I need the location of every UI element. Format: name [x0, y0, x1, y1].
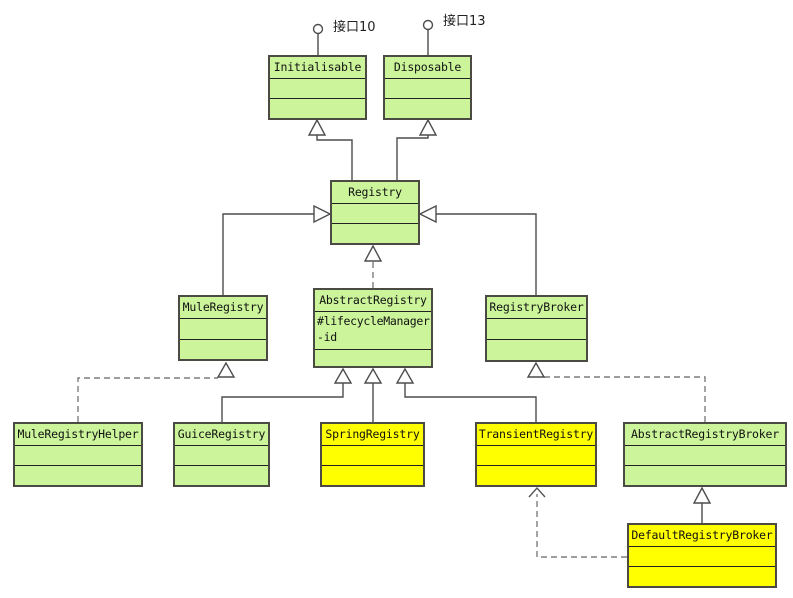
interface-ball-icon: [422, 19, 434, 31]
class-defaultregistrybroker: DefaultRegistryBroker: [627, 523, 777, 588]
edge-abstractregistry-to-registry-realization: [363, 244, 383, 288]
attributes-compartment: [629, 546, 775, 566]
generalization-arrowhead: [418, 204, 437, 224]
class-name: GuiceRegistry: [177, 427, 266, 441]
attributes-compartment: [180, 318, 266, 339]
class-name: AbstractRegistry: [319, 293, 427, 307]
lollipop-interface-initialisable: [312, 23, 324, 55]
class-registry: Registry: [330, 180, 420, 245]
generalization-arrowhead: [313, 204, 332, 224]
class-name: MuleRegistry: [182, 300, 264, 314]
attributes-compartment: [487, 318, 586, 339]
edge-registry-to-disposable-generalization: [396, 118, 438, 180]
generalization-arrowhead: [363, 367, 383, 384]
edge-defaultregistrybroker-to-abstractregistrybroker-generalization: [692, 486, 712, 523]
interface-label-1: 接口10: [333, 20, 376, 35]
class-name: Disposable: [393, 60, 462, 74]
generalization-arrowhead: [418, 118, 438, 136]
methods-compartment: [385, 98, 470, 118]
methods-compartment: [477, 465, 595, 485]
class-name: Initialisable: [273, 60, 362, 74]
edge-muleregistryhelper-to-muleregistry-realization: [77, 361, 236, 422]
attributes-compartment: [15, 445, 141, 465]
edge-registry-to-initialisable-generalization: [307, 118, 353, 180]
realization-arrowhead: [216, 361, 236, 378]
class-transientregistry: TransientRegistry: [475, 422, 597, 487]
class-abstractregistry: AbstractRegistry #lifecycleManager -id: [313, 288, 433, 368]
class-springregistry: SpringRegistry: [320, 422, 425, 487]
attributes-compartment: [322, 445, 423, 465]
edge-springregistry-to-abstractregistry-generalization: [363, 367, 383, 422]
class-initialisable: Initialisable: [268, 55, 367, 120]
class-name: MuleRegistryHelper: [17, 427, 139, 441]
class-name: SpringRegistry: [325, 427, 420, 441]
edge-muleregistry-to-registry-generalization: [222, 204, 332, 295]
class-disposable: Disposable: [383, 55, 472, 120]
class-name: RegistryBroker: [489, 300, 584, 314]
interface-ball-icon: [312, 23, 324, 35]
generalization-arrowhead: [395, 367, 415, 384]
methods-compartment: [315, 349, 431, 366]
generalization-arrowhead: [692, 486, 712, 504]
edge-defaultregistrybroker-to-transientregistry-dependency: [528, 486, 627, 558]
class-registrybroker: RegistryBroker: [485, 295, 588, 362]
attribute-lifecyclemanager: #lifecycleManager: [317, 314, 430, 328]
generalization-arrowhead: [307, 118, 327, 136]
edge-transientregistry-to-abstractregistry-generalization: [395, 367, 537, 422]
methods-compartment: [332, 223, 418, 243]
dependency-arrowhead: [528, 486, 546, 498]
edge-abstractregistrybroker-to-registrybroker-realization: [526, 361, 706, 422]
attributes-compartment: [477, 445, 595, 465]
class-muleregistryhelper: MuleRegistryHelper: [13, 422, 143, 487]
methods-compartment: [270, 98, 365, 118]
edge-guiceregistry-to-abstractregistry-generalization: [221, 367, 353, 422]
attributes-compartment: [270, 78, 365, 98]
methods-compartment: [175, 465, 268, 485]
attributes-compartment: [385, 78, 470, 98]
attribute-id: -id: [317, 330, 337, 344]
class-muleregistry: MuleRegistry: [178, 295, 268, 361]
realization-arrowhead: [363, 244, 383, 262]
attributes-compartment: [332, 203, 418, 223]
methods-compartment: [322, 465, 423, 485]
interface-label-2: 接口13: [443, 14, 486, 29]
class-name: AbstractRegistryBroker: [631, 427, 779, 441]
attributes-compartment: [625, 445, 785, 465]
attributes-compartment: #lifecycleManager -id: [315, 311, 431, 349]
methods-compartment: [15, 465, 141, 485]
class-name: DefaultRegistryBroker: [631, 528, 773, 542]
methods-compartment: [629, 566, 775, 586]
lollipop-interface-disposable: [422, 19, 434, 55]
realization-arrowhead: [526, 361, 546, 378]
class-guiceregistry: GuiceRegistry: [173, 422, 270, 487]
methods-compartment: [180, 338, 266, 360]
edge-registrybroker-to-registry-generalization: [418, 204, 537, 295]
class-abstractregistrybroker: AbstractRegistryBroker: [623, 422, 787, 487]
methods-compartment: [487, 339, 586, 360]
class-name: TransientRegistry: [478, 427, 594, 441]
attributes-compartment: [175, 445, 268, 465]
class-name: Registry: [348, 185, 402, 199]
generalization-arrowhead: [333, 367, 353, 384]
methods-compartment: [625, 465, 785, 485]
